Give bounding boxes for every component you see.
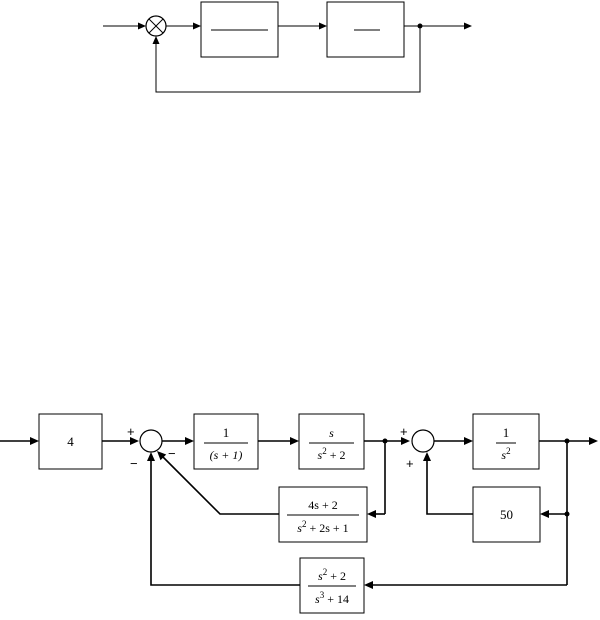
d1-feedback-line <box>155 26 421 93</box>
d2-gain-50-label: 50 <box>500 507 513 522</box>
d2-arrow-sum2 <box>401 437 410 445</box>
d2-sum1-minus-bottom: − <box>130 456 138 471</box>
d1-output-arrow <box>464 22 472 30</box>
d2-block-1-over-s-plus-1: 1 (s + 1) <box>193 413 259 470</box>
d1-arrow-g2 <box>319 22 327 30</box>
d2-outer-feedback-return-line <box>150 460 300 586</box>
d2-sum-junction-1 <box>139 429 163 453</box>
d2-pickoff-point-3 <box>564 511 570 517</box>
d2-input-arrow <box>30 437 39 445</box>
d2-sum1-minus-right: − <box>168 446 176 461</box>
d2-arrow-block-a <box>185 437 194 445</box>
d1-summing-junction <box>145 15 167 37</box>
diagram-1 <box>103 1 472 93</box>
d2-feedback-denominator: s2 + 2s + 1 <box>297 519 348 535</box>
d2-outer-denominator: s3 + 14 <box>315 590 349 606</box>
d2-output-arrow <box>589 437 598 445</box>
d2-outer-numerator: s2 + 2 <box>318 567 346 583</box>
d1-block-g1 <box>200 1 279 58</box>
d2-arrow-outer-feedback <box>364 581 373 589</box>
d2-block-s-over-s2-plus-2: s s2 + 2 <box>298 413 365 470</box>
d2-block-b-numerator: s <box>329 426 334 440</box>
d2-arrow-gain-50 <box>540 510 549 518</box>
d2-sum2-plus-bottom: + <box>406 456 414 471</box>
d2-gain-4-block: 4 <box>38 413 103 470</box>
d2-block-b-denominator: s2 + 2 <box>318 446 346 462</box>
d2-feedback-diagonal-line <box>159 453 279 515</box>
d2-sum2-plus-top: + <box>400 424 408 439</box>
d2-feedback-numerator: 4s + 2 <box>308 498 337 512</box>
d2-gain-4-label: 4 <box>67 434 74 449</box>
d2-sum-junction-2 <box>411 429 435 453</box>
diagram-2: 4 + − − 1 (s + 1) s s2 + 2 <box>0 413 598 614</box>
d2-block-a-numerator: 1 <box>223 425 230 440</box>
d2-arrow-block-c <box>464 437 473 445</box>
d2-gain-50-return-line <box>426 460 473 515</box>
d1-input-arrow <box>138 22 146 30</box>
d2-block-1-over-s2: 1 s2 <box>472 413 540 470</box>
d2-block-a-denominator: (s + 1) <box>210 448 243 462</box>
d2-block-c-denominator: s2 <box>501 446 510 462</box>
d2-arrow-feedback-block <box>367 510 376 518</box>
d1-arrow-g1 <box>193 22 201 30</box>
d2-arrow-sum1-bottom <box>147 452 155 461</box>
d2-arrow-sum1-diagonal <box>157 451 167 461</box>
d1-feedback-arrow <box>152 36 160 44</box>
d2-feedback-block-4s-plus-2: 4s + 2 s2 + 2s + 1 <box>278 486 368 543</box>
d2-arrow-block-b <box>290 437 299 445</box>
d2-outer-feedback-block: s2 + 2 s3 + 14 <box>299 557 365 614</box>
d2-arrow-sum2-bottom <box>423 452 431 461</box>
d2-block-c-numerator: 1 <box>503 425 510 440</box>
d2-arrow-sum1 <box>130 437 139 445</box>
d2-gain-50-block: 50 <box>472 486 541 543</box>
d2-sum1-plus: + <box>127 424 135 439</box>
d1-block-g2 <box>326 1 405 58</box>
